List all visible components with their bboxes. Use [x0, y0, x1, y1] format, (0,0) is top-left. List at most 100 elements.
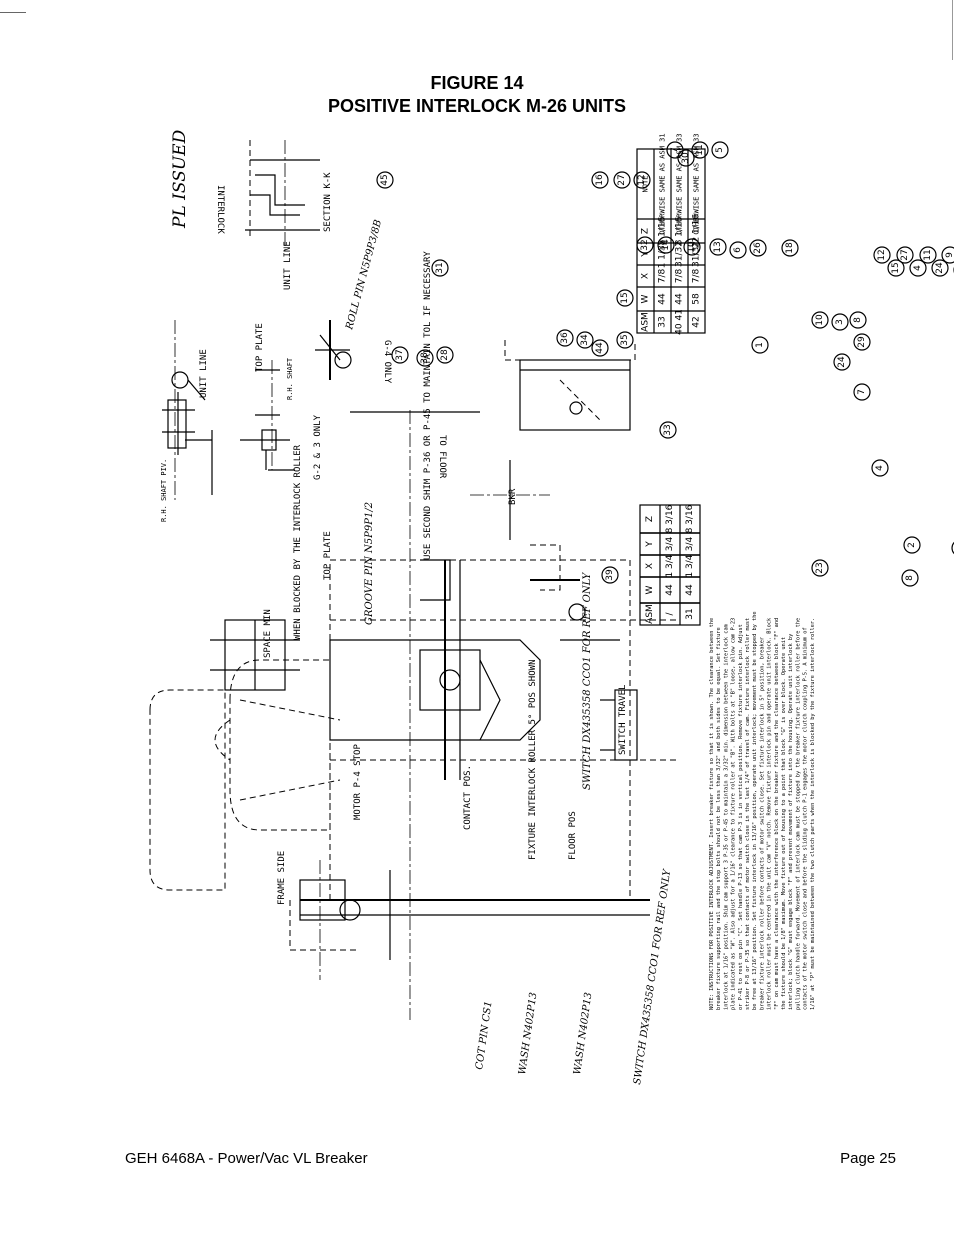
table-cell: 40 41: [675, 309, 685, 335]
callout-number: 45: [380, 174, 390, 185]
callout-balloon: 32: [636, 236, 654, 254]
table-cell: X: [645, 563, 655, 569]
note-line: striker P-8 or P-35 so that contacts of …: [745, 618, 751, 1010]
callout-balloon: 12: [633, 171, 651, 189]
note-line: "F" on cam must have a clearance with th…: [774, 618, 780, 1010]
label-groove-pin: GROOVE PIN N5P9P1/2: [364, 502, 375, 625]
table-cell: 42: [692, 316, 702, 327]
callout-balloon: 24: [931, 259, 949, 277]
label-switch-travel: SWITCH TRAVEL: [618, 685, 628, 755]
callout-number: 4: [875, 465, 885, 471]
footer-left: GEH 6468A - Power/Vac VL Breaker: [125, 1150, 368, 1167]
table-cell: 31: [685, 608, 695, 619]
callout-balloon: 1: [751, 336, 769, 354]
callout-number: 3: [835, 319, 845, 325]
callout-number: 12: [637, 174, 647, 185]
table-cell: 44: [685, 584, 695, 596]
label-switch-ref: SWITCH DX435358 CCO1 FOR REF ONLY: [582, 571, 593, 790]
callout-number: 34: [580, 334, 590, 346]
callout-balloon: 28: [436, 346, 454, 364]
table-cell: OTHERWISE SAME AS ASM 33: [676, 133, 684, 234]
callout-number: 28: [440, 349, 450, 361]
note-line: interlock at 1/16" position. Shim cam su…: [723, 624, 729, 1010]
callout-balloon: 30: [677, 149, 695, 167]
callout-balloon: 8: [849, 311, 867, 329]
note-line: plate indicated as "W". Also adjust for …: [731, 618, 737, 1010]
note-line: be free at 13/16" position. Set fixture …: [752, 611, 758, 1010]
callout-balloon: 38: [416, 349, 434, 367]
label-frame-side: FRAME SIDE: [277, 851, 287, 905]
table-cell: 22 1/16: [692, 213, 702, 248]
table-cell: 3/4: [665, 536, 675, 551]
callout-balloon: 2: [903, 536, 921, 554]
callout-balloon: 33: [659, 421, 677, 439]
label-interlock: INTERLOCK: [215, 185, 225, 234]
note-line: 1/16" at "P" must be maintained between …: [810, 618, 816, 1010]
callout-balloon: 10: [811, 311, 829, 329]
callout-number: 2: [907, 542, 917, 548]
table-cell: W: [641, 294, 651, 303]
table-cell: 44: [675, 293, 685, 305]
callout-number: 13: [713, 241, 723, 252]
callout-balloon: 45: [376, 171, 394, 189]
callout-number: 10: [815, 314, 825, 326]
callout-number: 30: [681, 152, 691, 164]
callout-balloon: 36: [556, 329, 574, 347]
note-line: breaker fixture supporting rail and the …: [716, 627, 722, 1010]
table-cell: 8 1/16: [675, 216, 685, 245]
note-line: pulling clutch handle forward. Movement …: [795, 618, 801, 1010]
callout-balloon: 24: [833, 353, 851, 371]
callout-balloon: 4: [909, 259, 927, 277]
callout-number: 38: [420, 352, 430, 364]
label-roll-pin: ROLL PIN N5P9P3/8B: [344, 219, 384, 332]
label-contact-pos: CONTACT POS.: [463, 765, 473, 830]
main-assembly: TO FLOOR MOTOR P-4 STOP: [149, 251, 680, 1020]
callout-balloon: 12: [873, 246, 891, 264]
label-unit-line: UNIT LINE: [283, 241, 293, 290]
table-cell: 1 1/32: [658, 240, 668, 269]
table-cell: Y: [645, 541, 655, 548]
note-line: NOTE: INSTRUCTIONS FOR POSITIVE INTERLOC…: [709, 618, 715, 1010]
table-cell: Z: [645, 516, 655, 522]
callout-number: 35: [620, 334, 630, 345]
callout-number: 11: [695, 144, 705, 155]
label-when-blocked: WHEN BLOCKED BY THE INTERLOCK ROLLER: [293, 444, 303, 640]
callout-number: 33: [663, 424, 673, 435]
table-cell: 44: [665, 584, 675, 596]
table-cell: 8 1/16: [658, 216, 668, 245]
table-cell: 8 3/16: [685, 504, 695, 533]
callout-balloon: 9: [941, 246, 954, 264]
footer-right: Page 25: [840, 1150, 896, 1167]
callout-number: 1: [755, 342, 765, 348]
callout-number: 18: [785, 242, 795, 254]
figure-title: POSITIVE INTERLOCK M-26 UNITS: [327, 96, 627, 116]
callout-number: 15: [620, 292, 630, 303]
note-line: interlock; block "G" must engage block "…: [788, 634, 794, 1010]
table-cell: ASM: [641, 312, 651, 332]
table-cell: 1 3/4: [685, 554, 695, 577]
detail-top: UNIT LINE R.H. SHAFT PIV.: [160, 320, 213, 522]
label-bkr: BKR: [508, 488, 518, 505]
callout-number: 39: [605, 569, 615, 581]
stamp-text: PL ISSUED: [170, 129, 190, 229]
label-wash-2: WASH N402P13: [572, 992, 594, 1076]
table-cell: 33: [658, 316, 668, 327]
label-section: SECTION K-K: [323, 172, 333, 232]
table-cell: 8 3/16: [665, 504, 675, 533]
callout-number: 5: [715, 147, 725, 153]
callout-number: 44: [595, 342, 605, 354]
callout-balloon: 31: [431, 259, 449, 277]
callout-number: 32: [640, 239, 650, 250]
callout-balloon: 15: [616, 289, 634, 307]
table-cell: /: [665, 612, 675, 616]
right-bracket-detail: [504, 340, 636, 431]
callout-balloon: 27: [613, 171, 631, 189]
callout-number: 8: [853, 317, 863, 323]
label-fixture-roller: FIXTURE INTERLOCK ROLLER 5° POS SHOWN: [528, 660, 538, 860]
label-cot-pin: COT PIN CS1: [474, 1000, 495, 1070]
table-cell: 31/32: [692, 241, 702, 267]
table-cell: 58: [692, 293, 702, 305]
